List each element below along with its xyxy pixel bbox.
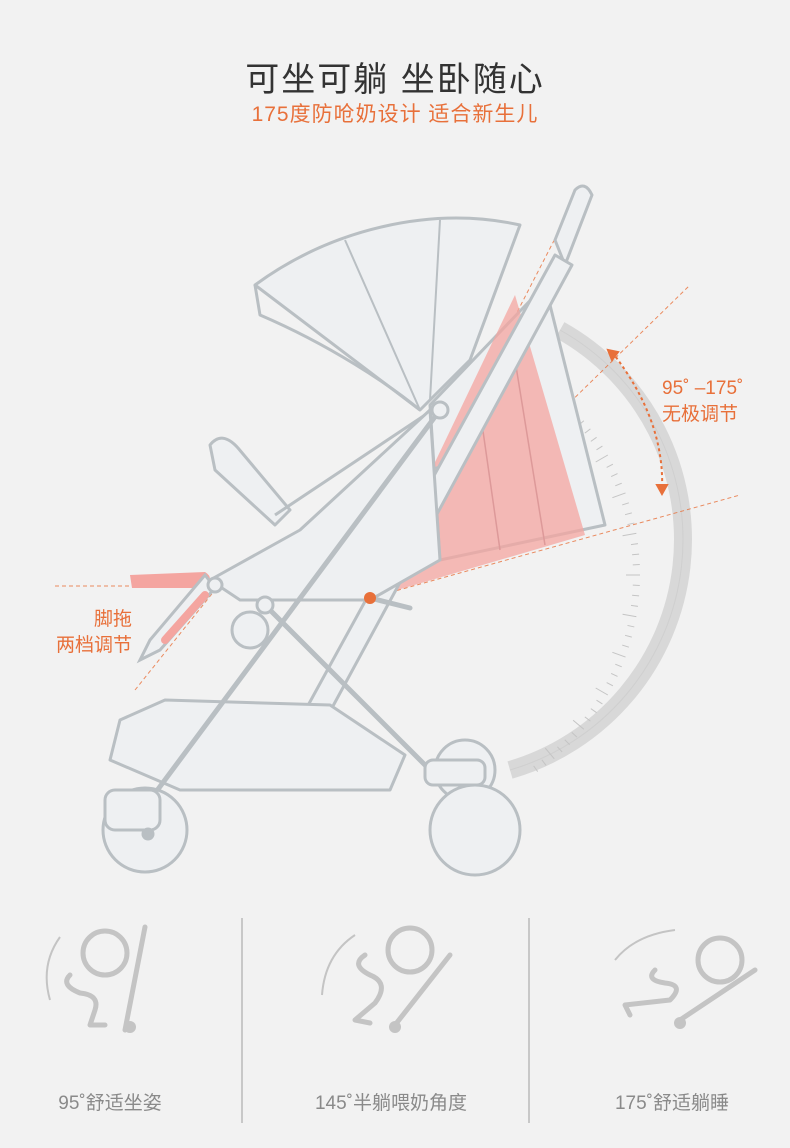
frame-joints <box>206 400 450 650</box>
protractor-tick <box>624 634 632 638</box>
position-caption-145: 145˚半躺喂奶角度 <box>314 1093 468 1114</box>
protractor-tick <box>630 604 639 607</box>
protractor-tick <box>612 651 626 658</box>
protractor-tick <box>590 708 597 714</box>
frame <box>147 407 453 803</box>
stroller-illustration <box>55 184 741 877</box>
protractor-tick <box>595 687 609 696</box>
recline-angle-label: 95˚ –175˚ 无极调节 <box>662 376 743 428</box>
protractor-tick <box>590 436 597 442</box>
protractor-tick <box>596 699 603 705</box>
protractor-tick <box>606 463 614 468</box>
angle-protractor <box>507 322 692 779</box>
footrest-label: 脚拖 两档调节 <box>48 607 132 659</box>
angle-arrow <box>606 348 669 497</box>
seat-position-95-icon <box>45 924 148 1033</box>
protractor-tick <box>571 732 578 738</box>
canopy <box>253 216 522 412</box>
protractor-tick <box>622 644 630 648</box>
footrest-label-line2: 两档调节 <box>55 635 132 656</box>
protractor-tick <box>624 512 632 516</box>
protractor-tick <box>622 613 637 618</box>
protractor-tick <box>541 759 547 766</box>
protractor-tick <box>606 682 614 687</box>
protractor-tick <box>615 663 622 668</box>
protractor-tick <box>557 746 563 753</box>
divider-1 <box>241 918 243 1123</box>
protractor-tick <box>544 747 555 760</box>
protractor-tick <box>610 473 618 477</box>
protractor-tick <box>572 719 585 730</box>
position-caption-175: 175˚舒适躺睡 <box>614 1093 730 1114</box>
footrest-highlight <box>130 572 210 588</box>
seat <box>108 408 442 792</box>
seat-position-145-icon <box>321 925 453 1033</box>
seat-position-175-icon <box>614 929 758 1029</box>
protractor-tick <box>627 624 635 628</box>
protractor-tick <box>632 594 640 597</box>
recline-angle-desc: 无极调节 <box>662 404 739 425</box>
divider-2 <box>528 918 530 1123</box>
protractor-tick <box>596 445 603 451</box>
bumper-bar <box>208 403 441 527</box>
protractor-tick <box>632 553 640 556</box>
pivot-point <box>364 592 376 604</box>
protractor-tick <box>533 765 539 772</box>
position-caption-95: 95˚舒适坐姿 <box>58 1093 162 1114</box>
protractor-tick <box>584 428 591 434</box>
footrest-label-line1: 脚拖 <box>93 609 132 630</box>
page-title: 可坐可躺 坐卧随心 <box>245 61 545 99</box>
front-wheel <box>101 786 189 874</box>
recline-angle-range: 95˚ –175˚ <box>662 378 744 399</box>
protractor-tick <box>610 673 618 677</box>
protractor-tick <box>564 739 571 746</box>
protractor-tick <box>595 454 609 463</box>
protractor-tick <box>612 492 626 499</box>
protractor-tick <box>584 716 591 722</box>
rear-wheels <box>423 738 522 877</box>
protractor-tick <box>622 502 630 506</box>
protractor-tick <box>627 522 635 526</box>
protractor-tick <box>615 482 622 487</box>
protractor-tick <box>622 532 637 537</box>
page-subtitle: 175度防呛奶设计 适合新生儿 <box>251 103 539 126</box>
protractor-tick <box>630 543 639 546</box>
